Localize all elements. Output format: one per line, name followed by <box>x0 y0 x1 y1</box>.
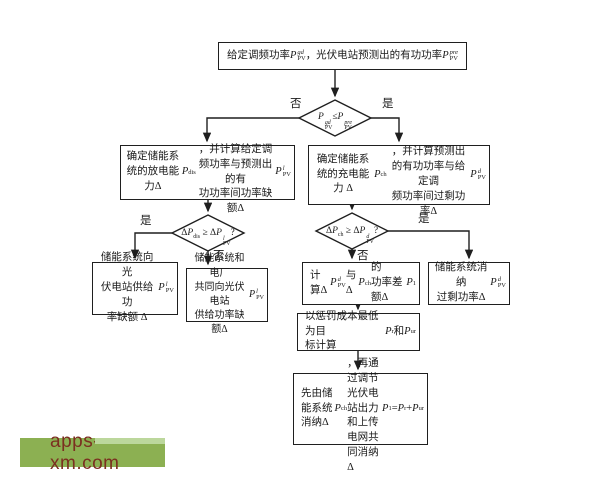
branch-no-discharge: 否 <box>213 250 225 262</box>
branch-yes-discharge: 是 <box>140 215 152 227</box>
discharge-decision-diamond <box>170 214 246 252</box>
watermark-text: apps-xm.com <box>50 430 120 474</box>
branch-yes-charge: 是 <box>418 213 430 225</box>
main-decision-diamond <box>297 99 373 137</box>
edge-yes-to-absorb-surplus <box>388 230 474 260</box>
edge-no-to-discharge <box>202 117 299 143</box>
branch-no-charge: 否 <box>357 250 369 262</box>
branch-yes-main: 是 <box>382 98 394 110</box>
edge-yes-to-supply-storage <box>130 232 172 260</box>
edge-yes-to-charge <box>371 117 404 143</box>
branch-no-main: 否 <box>290 98 302 110</box>
watermark-banner: apps-xm.com <box>20 431 165 474</box>
charge-decision-diamond <box>314 212 390 250</box>
watermark-strip <box>95 438 165 444</box>
